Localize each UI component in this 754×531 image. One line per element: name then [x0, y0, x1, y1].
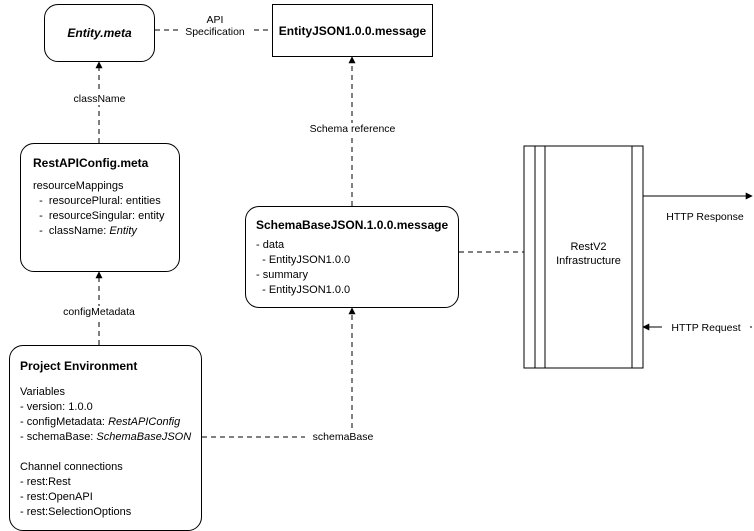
- edge-label-http-response: HTTP Response: [659, 211, 751, 223]
- pe-line-6: Channel connections: [20, 461, 123, 473]
- node-project-environment-body: Variables - version: 1.0.0 - configMetad…: [20, 385, 191, 520]
- edge-label-http-request: HTTP Request: [662, 322, 750, 334]
- edge-label-classname: className: [66, 93, 133, 105]
- node-entityjson-message-title: EntityJSON1.0.0.message: [278, 23, 427, 38]
- edge-label-api-specification: API Specification: [180, 14, 250, 38]
- node-restapiconfig-body-plain: resourceMappings - resourcePlural: entit…: [33, 180, 165, 237]
- node-project-environment[interactable]: Project Environment Variables - version:…: [9, 345, 202, 531]
- infrastructure-box: [523, 145, 644, 369]
- pe-line-2: - version: 1.0.0: [20, 401, 93, 413]
- infrastructure-label: RestV2 Infrastructure: [556, 241, 621, 267]
- node-restapiconfig-meta[interactable]: RestAPIConfig.meta resourceMappings - re…: [20, 143, 180, 272]
- node-restapiconfig-body-italic: Entity: [109, 225, 137, 237]
- edge-label-schema-reference: Schema reference: [301, 123, 404, 135]
- node-restapiconfig-title: RestAPIConfig.meta: [33, 156, 149, 170]
- pe-line-4-italic: SchemaBaseJSON: [96, 431, 192, 443]
- pe-line-3-prefix: - configMetadata:: [20, 416, 109, 428]
- node-restapiconfig-body: resourceMappings - resourcePlural: entit…: [33, 179, 167, 239]
- pe-line-8: - rest:OpenAPI: [20, 491, 93, 503]
- pe-line-7: - rest:Rest: [20, 476, 71, 488]
- edge-label-schemabase: schemaBase: [305, 431, 381, 443]
- node-entity-meta-title: Entity.meta: [67, 26, 132, 40]
- node-entityjson-message[interactable]: EntityJSON1.0.0.message: [272, 4, 433, 57]
- node-entity-meta[interactable]: Entity.meta: [44, 4, 155, 62]
- pe-line-1: Variables: [20, 386, 66, 398]
- node-schemabasejson-message[interactable]: SchemaBaseJSON.1.0.0.message - data - En…: [245, 206, 459, 308]
- node-schemabasejson-body: - data - EntityJSON1.0.0 - summary - Ent…: [256, 239, 351, 296]
- pe-line-9: - rest:SelectionOptions: [20, 506, 132, 518]
- pe-line-4-prefix: - schemaBase:: [20, 431, 97, 443]
- edge-label-configmetadata: configMetadata: [51, 306, 147, 318]
- pe-line-3-italic: RestAPIConfig: [108, 416, 181, 428]
- node-project-environment-title: Project Environment: [20, 359, 138, 373]
- node-schemabasejson-title: SchemaBaseJSON.1.0.0.message: [256, 218, 449, 232]
